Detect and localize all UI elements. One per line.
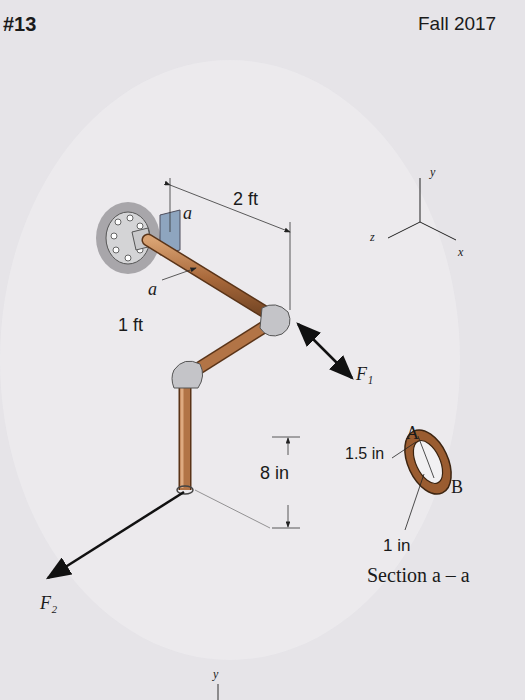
dimension: 8 in <box>260 464 289 482</box>
dimension: 1 in <box>383 537 410 554</box>
dimension: 2 ft <box>233 190 258 208</box>
force-label: F₁ <box>356 365 373 383</box>
point-label: B <box>451 478 463 496</box>
axis-label: x <box>458 246 463 258</box>
section-mark: a <box>183 204 192 222</box>
problem-number: #13 <box>3 14 36 34</box>
dimension: 1 ft <box>118 316 143 334</box>
axis-label: z <box>370 231 375 243</box>
dimension: 1.5 in <box>345 446 384 462</box>
section-mark: a <box>148 280 157 298</box>
axis-label: y <box>430 166 435 178</box>
section-caption: Section a – a <box>367 565 470 585</box>
term-note: Fall 2017 <box>418 14 496 33</box>
axis-label: y <box>213 668 218 680</box>
force-label: F₂ <box>40 594 57 612</box>
point-label: A <box>406 424 419 442</box>
